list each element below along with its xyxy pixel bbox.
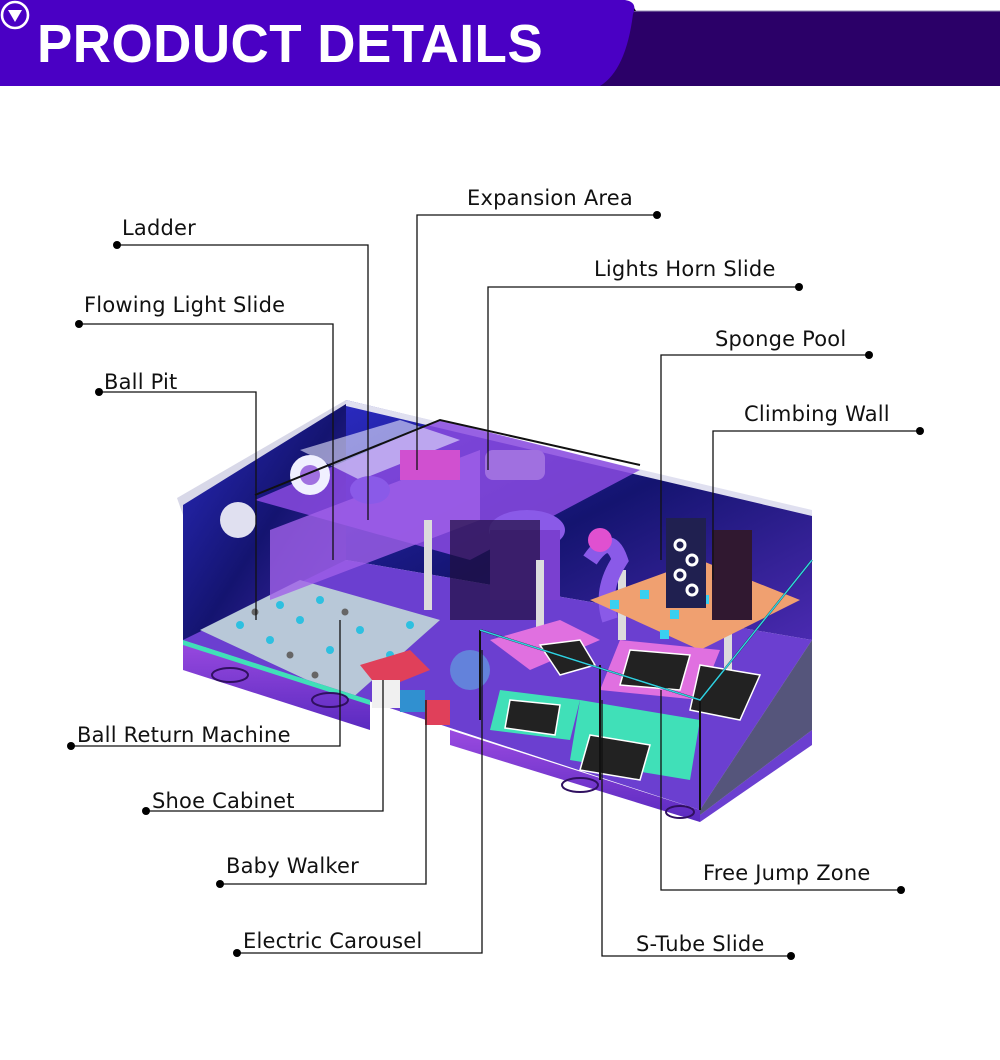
header-banner: PRODUCT DETAILS [0, 0, 1000, 86]
callout-lights-horn-slide: Lights Horn Slide [594, 257, 776, 281]
callout-ball-return-machine: Ball Return Machine [77, 723, 291, 747]
leader-dots [67, 211, 924, 960]
callout-climbing-wall: Climbing Wall [744, 402, 890, 426]
callout-baby-walker: Baby Walker [226, 854, 359, 878]
page-title: PRODUCT DETAILS [37, 14, 544, 74]
callout-ball-pit: Ball Pit [104, 370, 178, 394]
callout-ladder: Ladder [122, 216, 196, 240]
callout-expansion-area: Expansion Area [467, 186, 633, 210]
callout-s-tube-slide: S-Tube Slide [636, 932, 765, 956]
callout-sponge-pool: Sponge Pool [715, 327, 847, 351]
circle-down-arrow-icon[interactable] [0, 0, 30, 30]
callout-flowing-light-slide: Flowing Light Slide [84, 293, 286, 317]
callout-shoe-cabinet: Shoe Cabinet [152, 789, 295, 813]
header-background [0, 0, 1000, 86]
callout-free-jump-zone: Free Jump Zone [703, 861, 871, 885]
callout-electric-carousel: Electric Carousel [243, 929, 423, 953]
playground-illustration [177, 400, 813, 822]
